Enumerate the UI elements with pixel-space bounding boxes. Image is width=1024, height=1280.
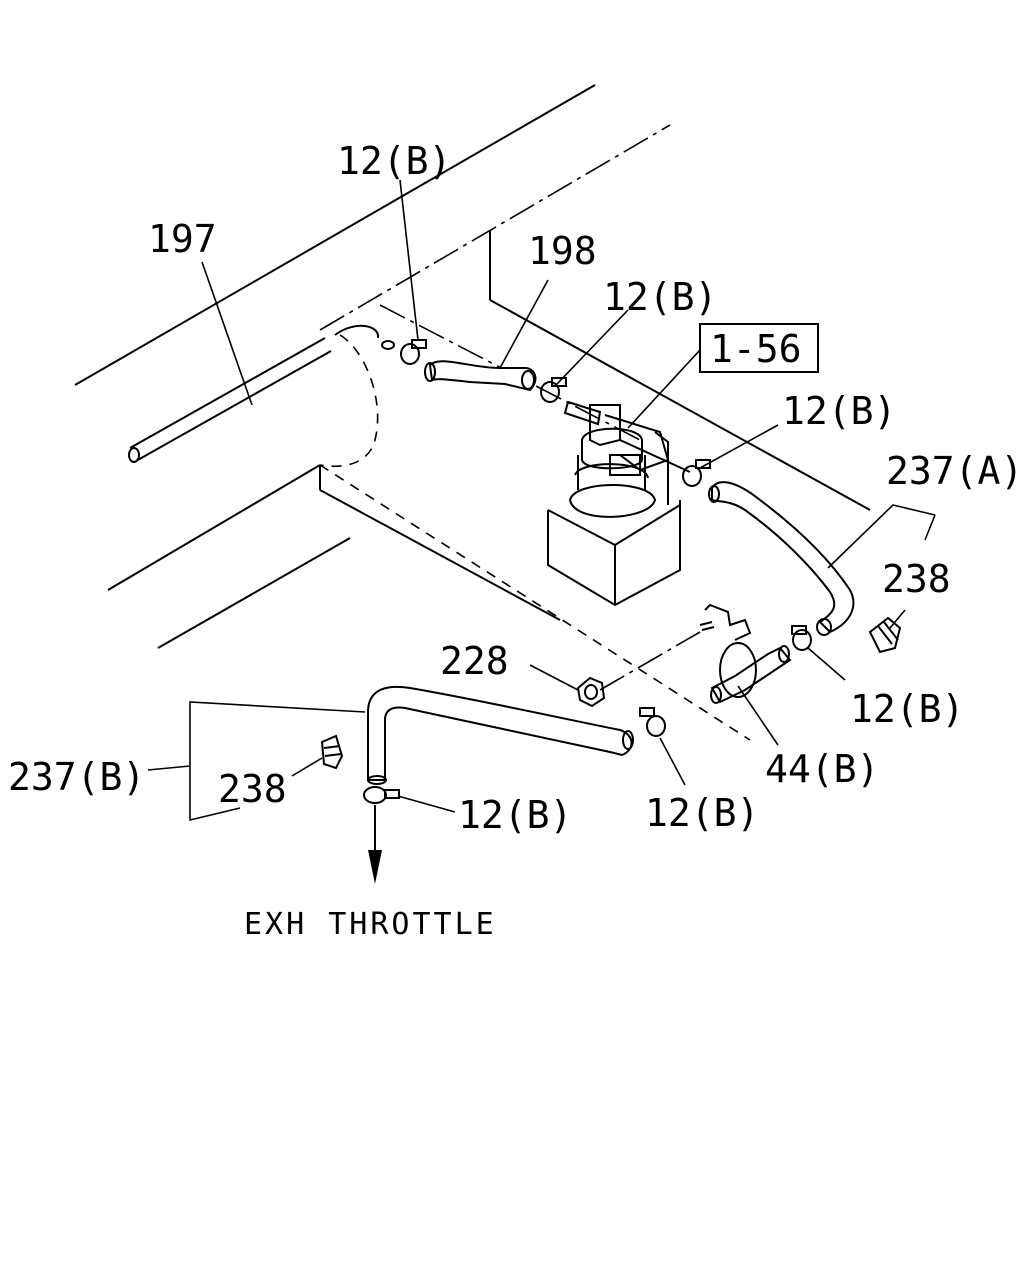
tank-body [128,324,395,467]
label-238-right: 238 [882,557,951,601]
pipe-197 [128,337,332,463]
hose-198[interactable] [424,360,537,392]
clamp-12b-mid[interactable] [540,377,567,403]
connector-44b[interactable] [710,645,792,704]
clamp-12b-bottom-mid[interactable] [639,707,666,737]
clamp-12b-top[interactable] [400,339,427,365]
label-238-left: 238 [218,767,287,811]
labels: 12(B) 197 198 12(B) 1-56 12(B) 237(A) 23… [8,139,1023,942]
hose-237a[interactable] [708,481,855,636]
solenoid-valve[interactable] [547,400,691,607]
label-12b-lower-right: 12(B) [850,687,964,731]
label-exh-throttle: EXH THROTTLE [244,907,497,942]
clamp-12b-right[interactable] [682,459,711,487]
label-12b-right: 12(B) [782,389,896,433]
label-12b-bottom-mid: 12(B) [645,791,759,835]
cap-238-left[interactable] [320,734,344,770]
label-12b-top: 12(B) [337,139,451,183]
label-228: 228 [440,639,509,683]
label-12b-mid: 12(B) [603,275,717,319]
label-237b: 237(B) [8,755,145,799]
hose-237b[interactable] [367,685,634,785]
clamp-12b-lower-right[interactable] [791,625,812,651]
bolt-axis-line [599,631,701,691]
label-237a: 237(A) [886,449,1023,493]
label-12b-bottom-left: 12(B) [458,793,572,837]
label-198: 198 [528,229,597,273]
label-44b: 44(B) [765,747,879,791]
cap-238-right[interactable] [868,616,902,654]
bracket [699,603,757,698]
label-197: 197 [148,217,217,261]
clamp-12b-bottom-left[interactable] [363,786,400,804]
label-1-56[interactable]: 1-56 [710,327,802,371]
ref-box-1-56 [699,323,819,373]
arrow-down-icon [368,805,382,884]
leader-lines [147,179,936,822]
nut-228[interactable] [576,676,606,708]
